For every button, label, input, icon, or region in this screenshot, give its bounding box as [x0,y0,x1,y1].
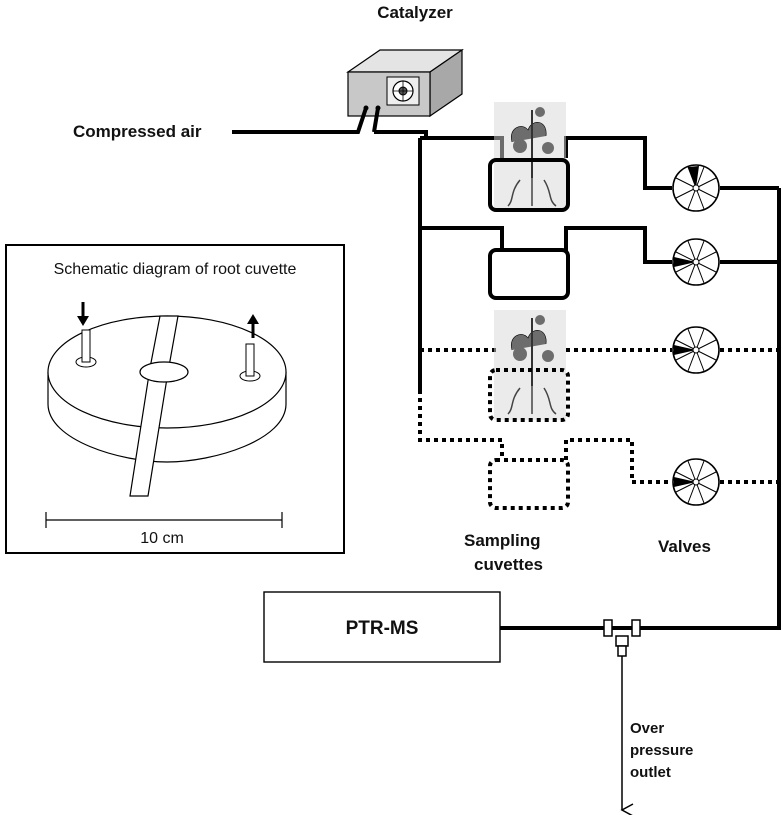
inactive-tubing [418,348,779,484]
outlet-label-line3: outlet [630,764,671,781]
scale-bar [45,512,283,528]
valve-2 [672,238,720,286]
outlet-arrow-icon [247,314,259,338]
catalyzer-label: Catalyzer [377,3,453,22]
ptrms-label: PTR-MS [346,618,419,639]
valve-4 [672,458,720,506]
sampling-cuvette-2 [488,248,570,300]
inlet-arrow-icon [77,302,89,326]
t-connector [603,619,641,657]
inset-title: Schematic diagram of root cuvette [54,261,297,278]
catalyzer-unit [346,48,464,118]
sampling-cuvettes-label-line1: Sampling [464,531,541,550]
valve-3 [672,326,720,374]
ptrms-instrument: PTR-MS [263,591,501,663]
root-cuvette-inset: Schematic diagram of root cuvette 10 cm [5,244,345,554]
outlet-label-line2: pressure [630,742,693,759]
scale-label: 10 cm [140,530,184,547]
sampling-cuvette-1 [488,102,570,212]
sampling-cuvette-3 [488,310,570,422]
compressed-air-label: Compressed air [73,122,202,141]
outlet-label-line1: Over [630,720,664,737]
sampling-cuvette-4 [488,458,570,510]
valve-1 [672,164,720,212]
sampling-cuvettes-label-line2: cuvettes [474,555,543,574]
valves-label: Valves [658,537,711,556]
